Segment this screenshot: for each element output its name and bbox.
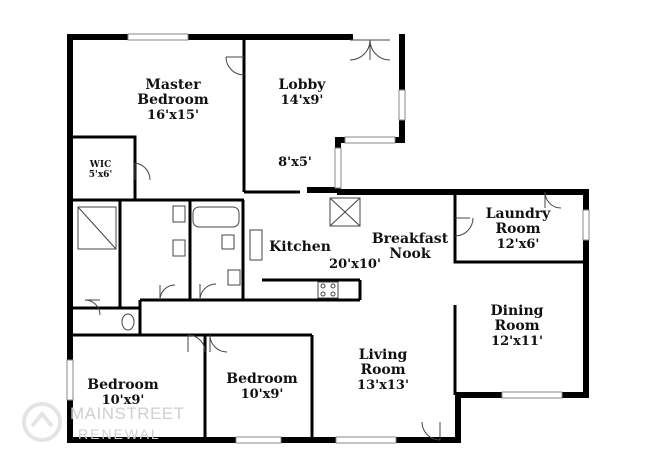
laundry-room-name-2: Room	[495, 221, 541, 237]
wic-door-icon	[134, 162, 151, 181]
front-door-icon	[349, 39, 371, 61]
hall-door-icon	[199, 283, 217, 301]
wic-label: WIC 5'x6'	[78, 160, 123, 180]
bedroom-2-dims: 10'x9'	[240, 387, 284, 402]
dining-room-name-1: Dining	[490, 303, 544, 319]
stove-icon	[317, 281, 339, 299]
bedroom-1-dims: 10'x9'	[101, 393, 145, 408]
toilet-door-icon	[84, 299, 101, 316]
living-room-name-2: Room	[360, 362, 406, 378]
lobby-window	[398, 89, 406, 121]
kitchen-dims: 20'x10'	[329, 257, 381, 272]
bath-door-icon	[159, 284, 176, 301]
lobby-label: Lobby 14'x9'	[262, 77, 342, 109]
fridge-icon	[329, 197, 361, 227]
top-right-wall	[337, 189, 589, 398]
dining-room-name-2: Room	[494, 318, 540, 334]
sink-2-icon	[172, 239, 186, 257]
watermark-line-2: RENEWAL	[78, 426, 161, 442]
laundry-door-icon	[454, 217, 474, 237]
toilet-2-icon	[221, 234, 235, 250]
lobby-name: Lobby	[278, 77, 326, 93]
burner-2	[330, 283, 336, 289]
bedroom1-window	[66, 359, 74, 401]
breakfast-nook-name-2: Nook	[389, 246, 431, 262]
bedroom2-window	[235, 436, 282, 444]
master-bedroom-name-1: Master	[145, 77, 201, 93]
shower-diagonal	[77, 206, 117, 250]
watermark-line-1: MAINSTREET	[70, 404, 185, 423]
living-room-dims: 13'x13'	[357, 378, 409, 393]
right-lower-wall	[455, 392, 589, 443]
watermark-logo-icon	[22, 402, 62, 442]
kitchen-sink-icon	[249, 229, 263, 261]
bedroom-2-name: Bedroom	[226, 371, 298, 387]
bathtub-icon	[192, 206, 240, 228]
kitchen-name: Kitchen	[269, 239, 331, 255]
wic-name: WIC	[89, 160, 112, 170]
laundry-room-label: Laundry Room 12'x6'	[478, 206, 558, 253]
living-room-name-1: Living	[358, 347, 408, 363]
bedroom-1-name: Bedroom	[87, 377, 159, 393]
living-window	[335, 436, 397, 444]
toilet-icon	[121, 313, 135, 331]
laundry-room-dims: 12'x6'	[496, 237, 540, 252]
laundry-walls	[453, 194, 584, 264]
bedroom-1-label: Bedroom 10'x9'	[83, 377, 163, 409]
burner-3	[320, 291, 326, 297]
master-door-icon	[225, 56, 245, 76]
lobby-window-2	[344, 136, 396, 144]
burner-1	[320, 283, 326, 289]
master-window	[127, 33, 189, 41]
wic-dims: 5'x6'	[88, 170, 113, 180]
master-bedroom-label: Master Bedroom 16'x15'	[128, 77, 218, 124]
laundry-room-name-1: Laundry	[485, 206, 551, 222]
laundry-ext-door-icon	[544, 191, 562, 209]
breakfast-nook-label: Breakfast Nook	[365, 232, 455, 262]
sink-icon	[172, 205, 186, 223]
master-bedroom-name-2: Bedroom	[137, 92, 209, 108]
foyer-window	[334, 147, 342, 189]
foyer-dims: 8'x5'	[278, 155, 312, 170]
dining-room-dims: 12'x11'	[491, 334, 543, 349]
interior-walls	[72, 40, 584, 438]
foyer-label: 8'x5'	[265, 155, 325, 170]
living-room-label: Living Room 13'x13'	[343, 347, 423, 394]
breakfast-nook-name-1: Breakfast	[371, 231, 449, 247]
bedroom1-door-icon	[187, 334, 206, 353]
shower-icon	[77, 206, 117, 250]
laundry-window	[582, 209, 590, 241]
living-door-icon	[421, 421, 441, 441]
master-bedroom-dims: 16'x15'	[147, 108, 199, 123]
kitchen-label: Kitchen	[265, 240, 335, 255]
doors	[84, 39, 562, 441]
bedroom2-door-icon	[209, 334, 228, 353]
dining-room-label: Dining Room 12'x11'	[477, 303, 557, 350]
hall-sink-icon	[227, 269, 241, 286]
kitchen-dims-label: 20'x10'	[320, 257, 390, 272]
windows	[66, 33, 590, 444]
fixtures	[77, 197, 361, 331]
lobby-dims: 14'x9'	[280, 93, 324, 108]
dining-window	[501, 391, 563, 399]
bedroom-2-label: Bedroom 10'x9'	[222, 371, 302, 403]
burner-4	[330, 291, 336, 297]
front-door-2-icon	[369, 39, 391, 61]
fridge-diag-2	[329, 197, 361, 227]
